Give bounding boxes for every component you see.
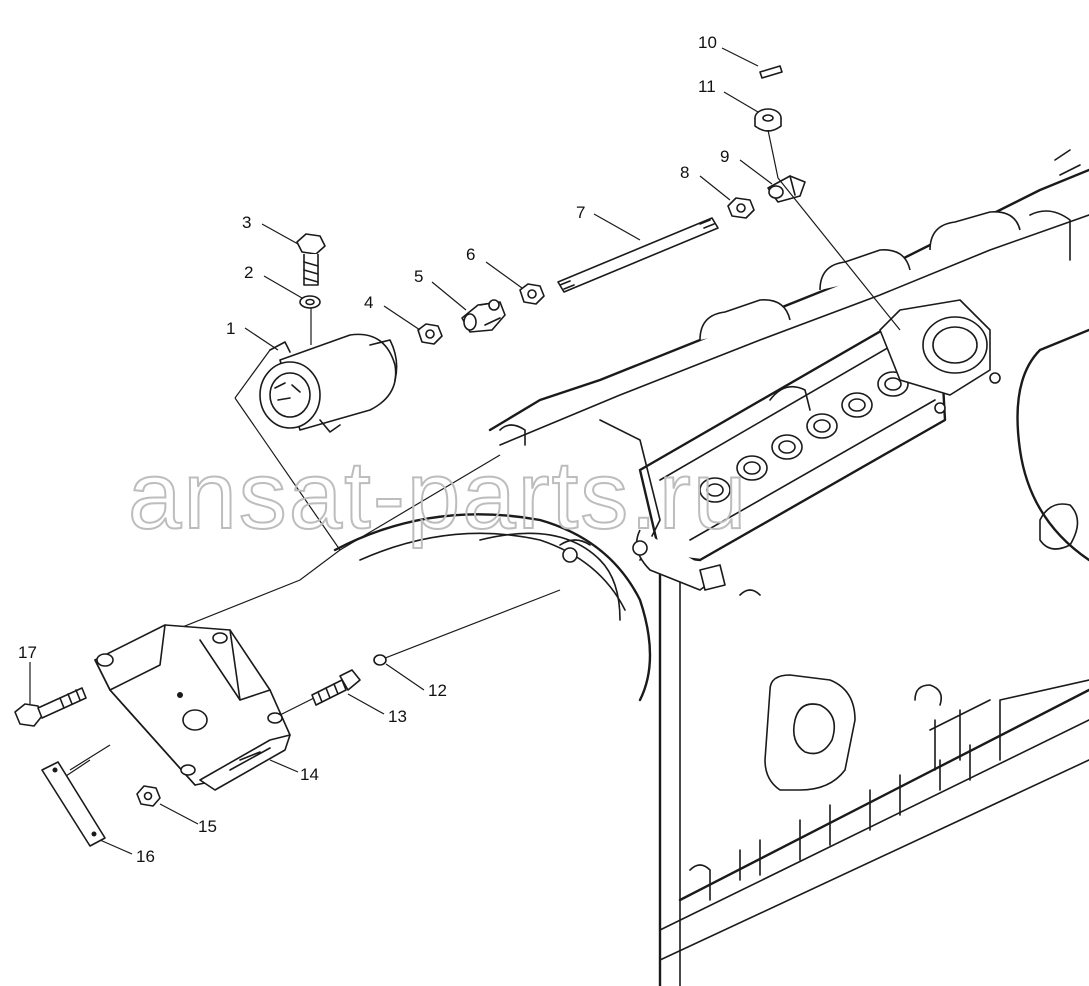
part-6-nut (519, 283, 545, 305)
part-1-solenoid (259, 333, 398, 433)
part-13-stud (311, 669, 361, 706)
callout-16: 16 (136, 847, 155, 866)
callout-10: 10 (698, 33, 717, 52)
callout-9: 9 (720, 147, 729, 166)
callout-15: 15 (198, 817, 217, 836)
callout-11: 11 (698, 77, 716, 96)
part-15-nut (136, 785, 161, 807)
watermark-text: ansat-parts.ru (128, 442, 748, 549)
callout-labels: 1 2 3 4 5 6 7 8 9 10 11 12 13 14 15 16 1… (18, 33, 729, 866)
part-5-fitting (461, 299, 506, 333)
callout-2: 2 (244, 263, 253, 282)
callout-4: 4 (364, 293, 373, 312)
callout-13: 13 (388, 707, 407, 726)
part-7-rod (557, 217, 719, 293)
callout-12: 12 (428, 681, 447, 700)
part-17-bolt (14, 687, 87, 727)
part-8-nut (727, 197, 755, 219)
part-4-nut (417, 323, 443, 345)
callout-1: 1 (226, 319, 235, 338)
callout-6: 6 (466, 245, 475, 264)
pump-outlet-row (699, 371, 909, 503)
callout-leaders (29, 47, 773, 855)
part-3-bolt (296, 233, 326, 286)
callout-3: 3 (242, 213, 251, 232)
engine-block (333, 149, 1089, 986)
part-10-pin (759, 65, 783, 79)
callout-8: 8 (680, 163, 689, 182)
injection-pump (632, 299, 1001, 596)
callout-5: 5 (414, 267, 423, 286)
callout-14: 14 (300, 765, 319, 784)
callout-7: 7 (576, 203, 585, 222)
part-14-bracket (94, 624, 291, 791)
part-2-washer (299, 295, 321, 309)
part-16-strap (41, 761, 106, 847)
callout-17: 17 (18, 643, 37, 662)
part-11-cap (754, 108, 782, 132)
assembly-lines (59, 129, 901, 781)
part-12-o-ring (373, 654, 387, 666)
